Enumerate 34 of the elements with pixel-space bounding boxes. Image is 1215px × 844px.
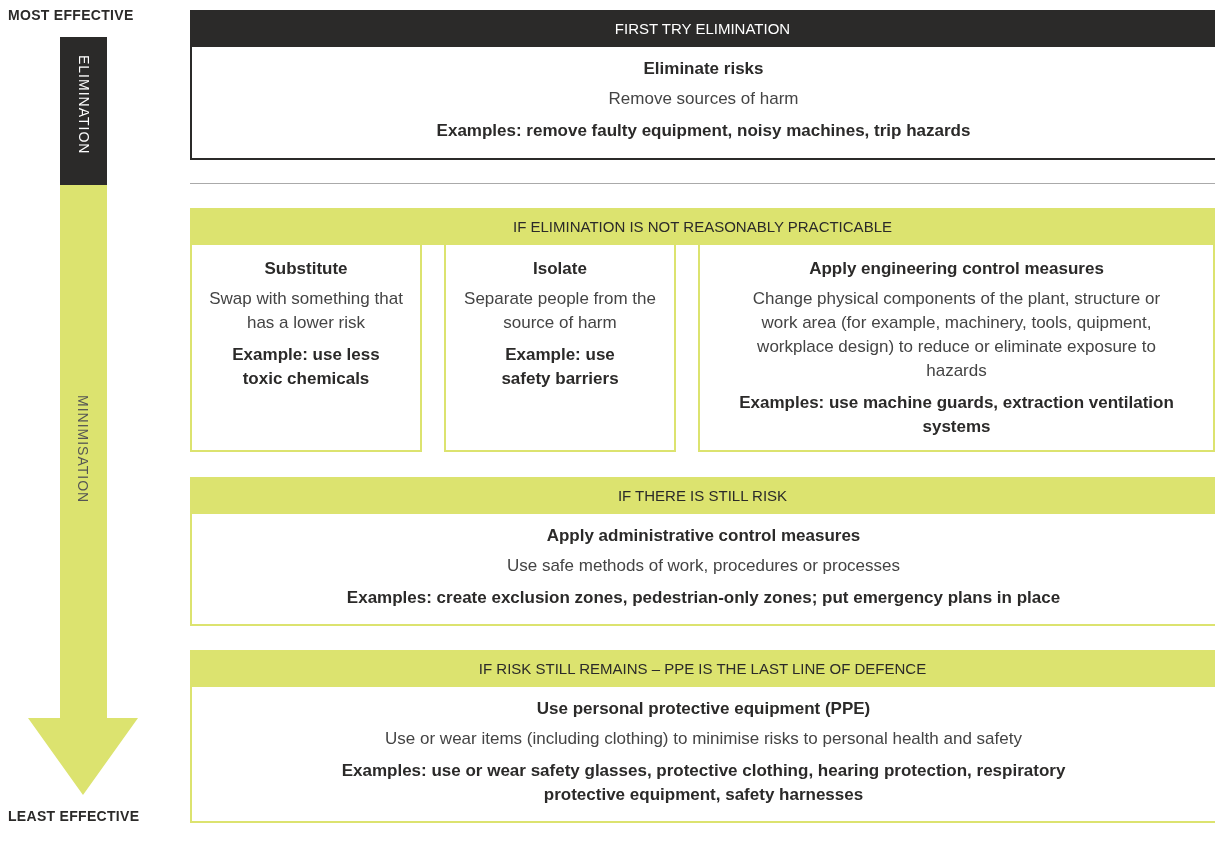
effectiveness-band	[60, 37, 107, 185]
description-text: Separate people from the source of harm	[463, 288, 657, 334]
example-text: Examples: remove faulty equipment, noisy machines, trip hazards	[435, 120, 972, 142]
example-text: Example: use less toxic chemicals	[231, 344, 381, 390]
scale-label: LEAST EFFECTIVE	[8, 808, 140, 824]
scale-label: MOST EFFECTIVE	[8, 7, 134, 23]
downward-arrow	[28, 185, 138, 795]
example-text: Examples: use machine guards, extraction ventilation systems	[738, 392, 1175, 438]
box-heading: Eliminate risks	[642, 59, 765, 79]
control-box	[444, 245, 676, 452]
section-panel	[190, 650, 1215, 823]
box-heading: Use personal protective equipment (PPE)	[535, 699, 872, 719]
section-heading: IF ELIMINATION IS NOT REASONABLY PRACTICABLE	[190, 208, 1215, 245]
description-text: Change physical components of the plant, structure or work area (for example, machinery, tools, quipment, workplace design) to reduce or eliminate exposure to hazards	[751, 288, 1162, 382]
box-heading: Apply engineering control measures	[808, 259, 1105, 279]
box-heading: Apply administrative control measures	[545, 526, 862, 546]
description-text: Use safe methods of work, procedures or processes	[505, 555, 902, 577]
description-text: Swap with something that has a lower risk	[208, 288, 404, 334]
box-heading: Substitute	[263, 259, 349, 279]
section-heading: FIRST TRY ELIMINATION	[190, 10, 1215, 47]
control-box	[698, 245, 1215, 452]
description-text: Remove sources of harm	[607, 88, 800, 110]
vertical-label: MINIMISATION	[75, 395, 91, 504]
section-heading: IF RISK STILL REMAINS – PPE IS THE LAST LINE OF DEFENCE	[190, 650, 1215, 687]
control-box	[190, 245, 422, 452]
section-panel	[190, 477, 1215, 626]
section-panel	[190, 10, 1215, 160]
section-heading: IF THERE IS STILL RISK	[190, 477, 1215, 514]
description-text: Use or wear items (including clothing) to minimise risks to personal health and safety	[384, 728, 1023, 750]
example-text: Example: use safety barriers	[500, 344, 620, 390]
example-text: Examples: create exclusion zones, pedestrian-only zones; put emergency plans in place	[345, 587, 1062, 609]
vertical-label: ELIMINATION	[75, 55, 92, 155]
box-heading: Isolate	[532, 259, 588, 279]
example-text: Examples: use or wear safety glasses, protective clothing, hearing protection, respiratory protective equipment, safety harnesses	[340, 760, 1067, 806]
